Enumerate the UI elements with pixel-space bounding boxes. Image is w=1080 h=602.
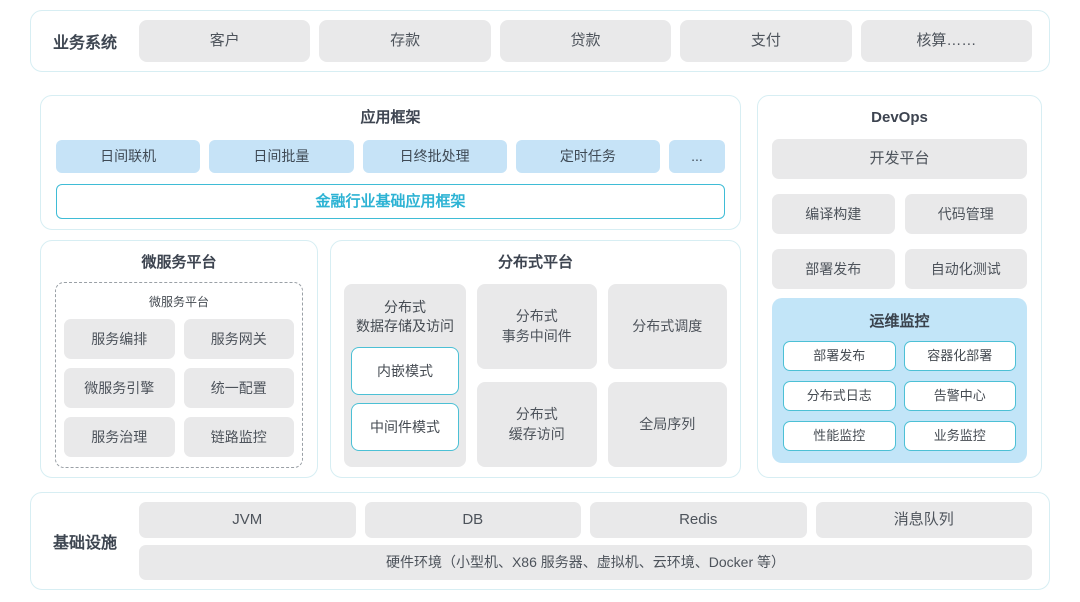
- devops-grid: 编译构建 代码管理 部署发布 自动化测试: [772, 194, 1027, 289]
- monitoring-item-performance: 性能监控: [783, 421, 896, 451]
- global-sequence: 全局序列: [607, 382, 727, 467]
- devops-dev-platform: 开发平台: [772, 139, 1027, 179]
- distributed-storage-middleware-mode: 中间件模式: [351, 402, 459, 451]
- business-systems-label: 业务系统: [52, 35, 117, 52]
- business-systems-card: 业务系统 客户 存款 贷款 支付 核算……: [30, 10, 1050, 72]
- app-framework-row: 日间联机 日间批量 日终批处理 定时任务 ...: [56, 140, 725, 173]
- base-framework-box: 金融行业基础应用框架: [56, 184, 725, 219]
- distributed-storage-embedded-mode: 内嵌模式: [351, 346, 459, 395]
- infrastructure-body: JVM DB Redis 消息队列 硬件环境（小型机、X86 服务器、虚拟机、云…: [139, 502, 1032, 580]
- devops-item-deploy-release: 部署发布: [772, 249, 895, 289]
- distributed-middle-column: 分布式 事务中间件 分布式 缓存访问: [477, 284, 597, 467]
- app-framework-title: 应用框架: [360, 109, 421, 126]
- app-framework-item-eod-batch: 日终批处理: [362, 140, 507, 173]
- business-system-item-accounting: 核算……: [860, 20, 1033, 62]
- distributed-right-column: 分布式调度 全局序列: [607, 284, 727, 467]
- business-system-item-payment: 支付: [680, 20, 852, 62]
- devops-card: DevOps 开发平台 编译构建 代码管理 部署发布 自动化测试 运维监控 部署…: [757, 95, 1042, 478]
- hardware-environment-bar: 硬件环境（小型机、X86 服务器、虚拟机、云环境、Docker 等）: [139, 545, 1032, 580]
- microservice-item-unified-config: 统一配置: [183, 368, 294, 408]
- monitoring-item-alert-center: 告警中心: [903, 381, 1016, 411]
- microservice-item-tracing: 链路监控: [183, 417, 294, 457]
- app-framework-item-daytime-online: 日间联机: [56, 140, 201, 173]
- microservice-item-governance: 服务治理: [64, 417, 175, 457]
- infrastructure-item-jvm: JVM: [139, 502, 356, 538]
- distributed-storage-box: 分布式 数据存储及访问 内嵌模式 中间件模式: [344, 284, 466, 467]
- microservice-item-orchestration: 服务编排: [64, 319, 175, 359]
- devops-item-code-management: 代码管理: [904, 194, 1027, 234]
- microservice-item-engine: 微服务引擎: [64, 368, 175, 408]
- microservice-inner-panel: 微服务平台 服务编排 服务网关 微服务引擎 统一配置 服务治理 链路监控: [55, 282, 303, 468]
- app-framework-item-daytime-batch: 日间批量: [209, 140, 354, 173]
- distributed-platform-title: 分布式平台: [497, 254, 573, 271]
- devops-item-automated-testing: 自动化测试: [904, 249, 1027, 289]
- microservice-item-gateway: 服务网关: [183, 319, 294, 359]
- infrastructure-row: JVM DB Redis 消息队列: [139, 502, 1032, 538]
- distributed-platform-body: 分布式 数据存储及访问 内嵌模式 中间件模式 分布式 事务中间件 分布式 缓存访…: [344, 284, 727, 467]
- devops-item-build: 编译构建: [772, 194, 895, 234]
- infrastructure-item-redis: Redis: [590, 502, 807, 538]
- monitoring-item-container-deploy: 容器化部署: [903, 341, 1016, 371]
- business-system-item-customer: 客户: [139, 20, 311, 62]
- distributed-storage-label: 分布式 数据存储及访问: [356, 299, 454, 334]
- infrastructure-label: 基础设施: [52, 535, 117, 552]
- app-framework-item-more: ...: [669, 140, 725, 173]
- app-framework-item-scheduled-task: 定时任务: [515, 140, 660, 173]
- business-systems-row: 客户 存款 贷款 支付 核算……: [139, 20, 1033, 62]
- monitoring-item-business: 业务监控: [903, 421, 1016, 451]
- distributed-platform-card: 分布式平台 分布式 数据存储及访问 内嵌模式 中间件模式 分布式 事务中间件 分…: [330, 240, 741, 478]
- distributed-transaction-middleware: 分布式 事务中间件: [477, 284, 597, 369]
- microservice-grid: 服务编排 服务网关 微服务引擎 统一配置 服务治理 链路监控: [64, 319, 294, 457]
- infrastructure-card: 基础设施 JVM DB Redis 消息队列 硬件环境（小型机、X86 服务器、…: [30, 492, 1050, 590]
- infrastructure-item-mq: 消息队列: [815, 502, 1032, 538]
- distributed-scheduling: 分布式调度: [607, 284, 727, 369]
- monitoring-item-deploy-release: 部署发布: [783, 341, 896, 371]
- microservice-inner-title: 微服务平台: [148, 295, 209, 309]
- monitoring-item-distributed-log: 分布式日志: [783, 381, 896, 411]
- devops-title: DevOps: [871, 109, 928, 126]
- app-framework-card: 应用框架 日间联机 日间批量 日终批处理 定时任务 ... 金融行业基础应用框架: [40, 95, 741, 230]
- infrastructure-item-db: DB: [364, 502, 581, 538]
- microservice-platform-card: 微服务平台 微服务平台 服务编排 服务网关 微服务引擎 统一配置 服务治理 链路…: [40, 240, 318, 478]
- ops-monitoring-grid: 部署发布 容器化部署 分布式日志 告警中心 性能监控 业务监控: [783, 341, 1016, 451]
- business-system-item-deposit: 存款: [319, 20, 491, 62]
- distributed-cache-access: 分布式 缓存访问: [477, 382, 597, 467]
- ops-monitoring-panel: 运维监控 部署发布 容器化部署 分布式日志 告警中心 性能监控 业务监控: [772, 298, 1027, 463]
- microservice-platform-title: 微服务平台: [141, 254, 217, 271]
- business-system-item-loan: 贷款: [499, 20, 672, 62]
- ops-monitoring-title: 运维监控: [869, 313, 930, 330]
